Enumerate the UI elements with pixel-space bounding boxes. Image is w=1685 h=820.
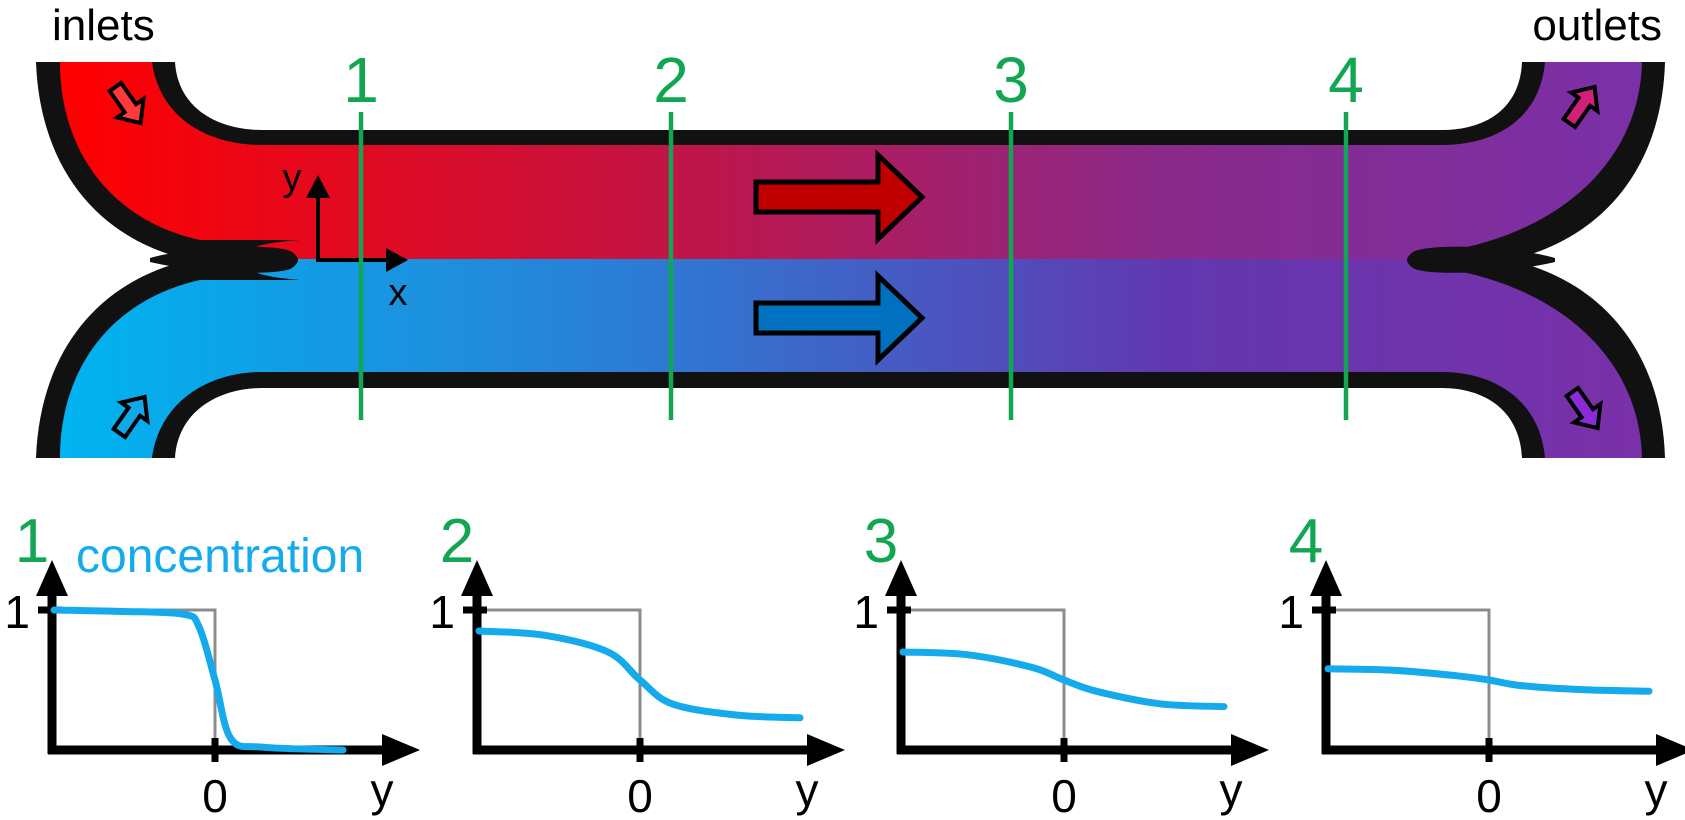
plot-x-arrowhead xyxy=(807,734,845,766)
plot-x-axis-label: y xyxy=(1645,764,1668,816)
channel xyxy=(36,62,1665,458)
plot-x-arrowhead xyxy=(1656,734,1685,766)
tick-label-zero: 0 xyxy=(202,770,228,820)
plot-section-label: 4 xyxy=(1289,507,1323,576)
plot-y-arrowhead xyxy=(461,560,493,596)
concentration-plots: 1 1 0 y 2 1 0 y 3 1 0 y 4 1 0 y concentration xyxy=(4,507,1685,820)
tick-label-zero: 0 xyxy=(1476,770,1502,820)
concentration-plot-4: 4 1 0 y xyxy=(1278,507,1685,820)
concentration-plot-1: 1 1 0 y xyxy=(4,507,420,820)
concentration-plot-3: 3 1 0 y xyxy=(853,507,1269,820)
plot-y-arrowhead xyxy=(36,560,68,596)
inlet-splitter xyxy=(150,246,298,273)
concentration-legend: concentration xyxy=(76,530,364,583)
concentration-curve xyxy=(475,627,804,722)
section-label-4: 4 xyxy=(1328,44,1364,116)
flow-arrows xyxy=(106,80,1603,440)
section-lines xyxy=(358,112,1349,420)
plot-y-arrowhead xyxy=(1310,560,1342,596)
tick-label-zero: 0 xyxy=(627,770,653,820)
axis-x-label: x xyxy=(389,272,408,314)
inlet-arrow-red xyxy=(106,80,146,126)
tick-label-one: 1 xyxy=(429,586,455,638)
tick-label-zero: 0 xyxy=(1051,770,1077,820)
concentration-curve xyxy=(1324,665,1653,695)
plot-x-arrowhead xyxy=(382,734,420,766)
plot-y-arrowhead xyxy=(885,560,917,596)
tick-label-one: 1 xyxy=(1278,586,1304,638)
plot-x-axis-label: y xyxy=(1220,764,1243,816)
inlet-arrow-blue xyxy=(110,394,150,440)
plot-section-label: 1 xyxy=(15,507,49,576)
outlets-label: outlets xyxy=(1532,1,1662,50)
blue-stream xyxy=(60,259,1642,458)
tick-label-one: 1 xyxy=(4,586,30,638)
axis-y-label: y xyxy=(283,157,302,199)
outlet-arrow-bottom xyxy=(1563,385,1603,431)
coordinate-axes xyxy=(306,175,408,272)
section-label-1: 1 xyxy=(343,44,379,116)
section-label-2: 2 xyxy=(653,44,689,116)
section-label-3: 3 xyxy=(993,44,1029,116)
plot-section-label: 3 xyxy=(864,507,898,576)
plot-section-label: 2 xyxy=(440,507,474,576)
plot-x-axis-label: y xyxy=(371,764,394,816)
concentration-curve xyxy=(899,648,1228,711)
inlets-label: inlets xyxy=(52,1,155,50)
plot-x-axis-label: y xyxy=(796,764,819,816)
red-flow-arrow xyxy=(753,149,926,245)
concentration-plot-2: 2 1 0 y xyxy=(429,507,845,820)
plot-x-arrowhead xyxy=(1231,734,1269,766)
red-stream xyxy=(60,62,1642,259)
blue-flow-arrow xyxy=(753,270,926,366)
outlet-splitter xyxy=(1407,246,1555,273)
concentration-curve xyxy=(50,606,347,754)
outlet-arrow-top xyxy=(1560,84,1600,130)
tick-label-one: 1 xyxy=(853,586,879,638)
